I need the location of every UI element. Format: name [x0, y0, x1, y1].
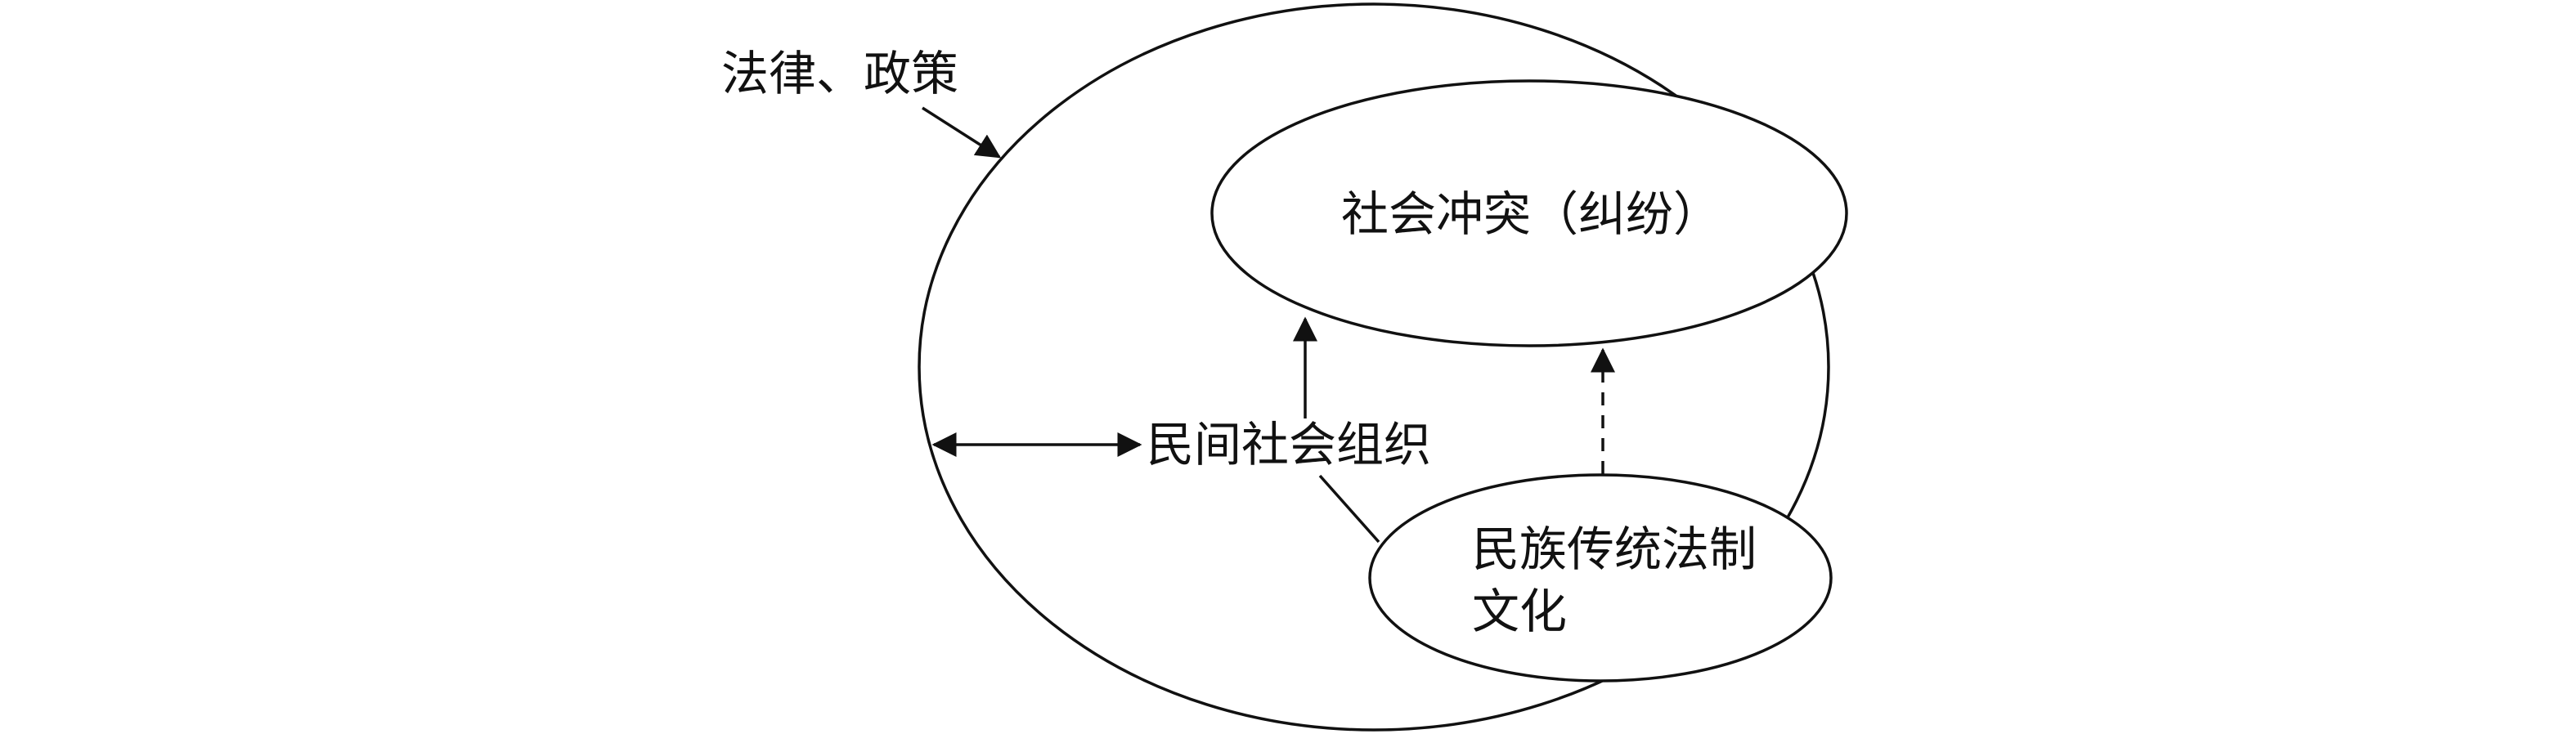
label-tradition-line2: 文化 [1472, 584, 1567, 639]
arrow-law-policy-to-outer [922, 106, 1002, 159]
label-civil-org: 民间社会组织 [1147, 417, 1431, 472]
label-law-policy: 法律、政策 [721, 46, 958, 101]
connector-civil-org-tradition [1318, 474, 1380, 544]
label-tradition-line1: 民族传统法制 [1472, 521, 1757, 577]
outer-ellipse-law-policy [918, 2, 1830, 732]
ellipse-ethnic-tradition [1368, 473, 1833, 683]
label-social-conflict: 社会冲突（纠纷） [1341, 186, 1721, 242]
ellipse-social-conflict [1210, 79, 1848, 347]
